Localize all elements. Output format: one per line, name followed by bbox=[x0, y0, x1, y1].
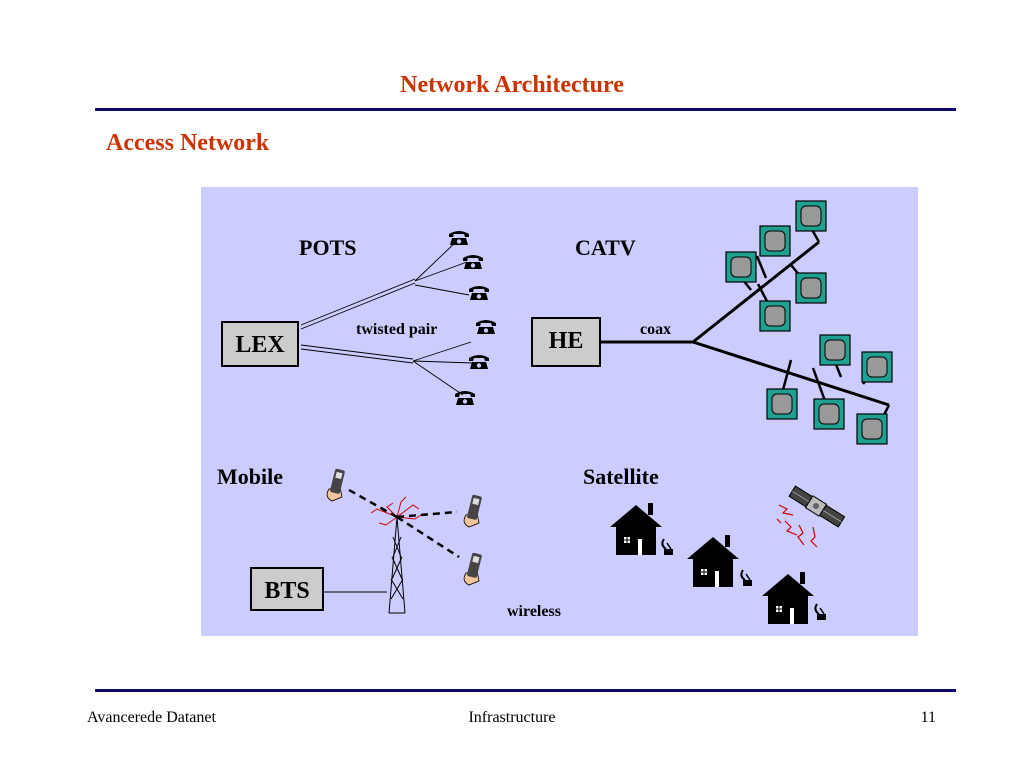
exchange-box: LEX bbox=[221, 321, 299, 367]
telephone-icon bbox=[476, 320, 496, 334]
tv-icon bbox=[795, 272, 827, 304]
he-label: HE bbox=[549, 328, 584, 354]
tv-icon bbox=[725, 251, 757, 283]
tv-icon bbox=[759, 225, 791, 257]
wireless-links bbox=[348, 488, 460, 559]
tv-icon bbox=[766, 388, 798, 420]
house-icon bbox=[762, 572, 814, 624]
page-number: 11 bbox=[920, 709, 936, 726]
tv-icon bbox=[813, 398, 845, 430]
slide-title: Network Architecture bbox=[400, 72, 624, 98]
satellite-dish-icon bbox=[814, 603, 827, 621]
title-divider bbox=[95, 108, 956, 111]
coax-label: coax bbox=[640, 321, 671, 338]
tv-icon bbox=[856, 413, 888, 445]
catv-heading: CATV bbox=[575, 235, 636, 260]
tv-icon bbox=[861, 351, 893, 383]
mobile-heading: Mobile bbox=[217, 464, 283, 489]
access-network-diagram: POTS LEX twisted pair CATV bbox=[201, 187, 918, 636]
telephone-icon bbox=[449, 231, 469, 245]
section-title: Access Network bbox=[106, 130, 270, 156]
radio-tower-icon bbox=[388, 516, 406, 614]
radio-burst bbox=[370, 496, 422, 526]
satellite-signal bbox=[776, 504, 818, 548]
telephone-icon bbox=[469, 286, 489, 300]
bts-box: BTS bbox=[250, 567, 324, 611]
twisted-pair-lines bbox=[300, 238, 474, 396]
twisted-pair-label: twisted pair bbox=[356, 321, 437, 338]
coax-trunk bbox=[600, 240, 890, 407]
telephone-icon bbox=[455, 391, 475, 405]
lex-label: LEX bbox=[235, 332, 285, 358]
headend-box: HE bbox=[531, 317, 601, 367]
pots-heading: POTS bbox=[299, 235, 356, 260]
bts-label: BTS bbox=[264, 578, 309, 604]
house-icon bbox=[610, 503, 662, 555]
telephone-icon bbox=[463, 255, 483, 269]
mobile-phone-icon bbox=[463, 551, 483, 586]
mobile-section: Mobile BTS bbox=[217, 464, 561, 620]
satellite-heading: Satellite bbox=[583, 464, 659, 489]
mobile-phone-icon bbox=[326, 467, 346, 502]
satellite-dish-icon bbox=[661, 538, 674, 556]
house-icon bbox=[687, 535, 739, 587]
pots-section: POTS LEX twisted pair bbox=[221, 231, 496, 405]
catv-section: CATV HE coax bbox=[531, 200, 893, 445]
wireless-label: wireless bbox=[507, 603, 561, 620]
footer-course: Avancerede Datanet bbox=[87, 709, 216, 726]
telephone-icon bbox=[469, 355, 489, 369]
tv-icon bbox=[795, 200, 827, 232]
satellite-icon bbox=[788, 485, 846, 528]
satellite-dish-icon bbox=[740, 569, 753, 587]
tv-icon bbox=[819, 334, 851, 366]
footer-divider bbox=[95, 689, 956, 692]
mobile-phone-icon bbox=[463, 493, 483, 528]
satellite-section: Satellite bbox=[583, 464, 846, 624]
tv-icon bbox=[759, 300, 791, 332]
footer-topic: Infrastructure bbox=[468, 709, 556, 726]
